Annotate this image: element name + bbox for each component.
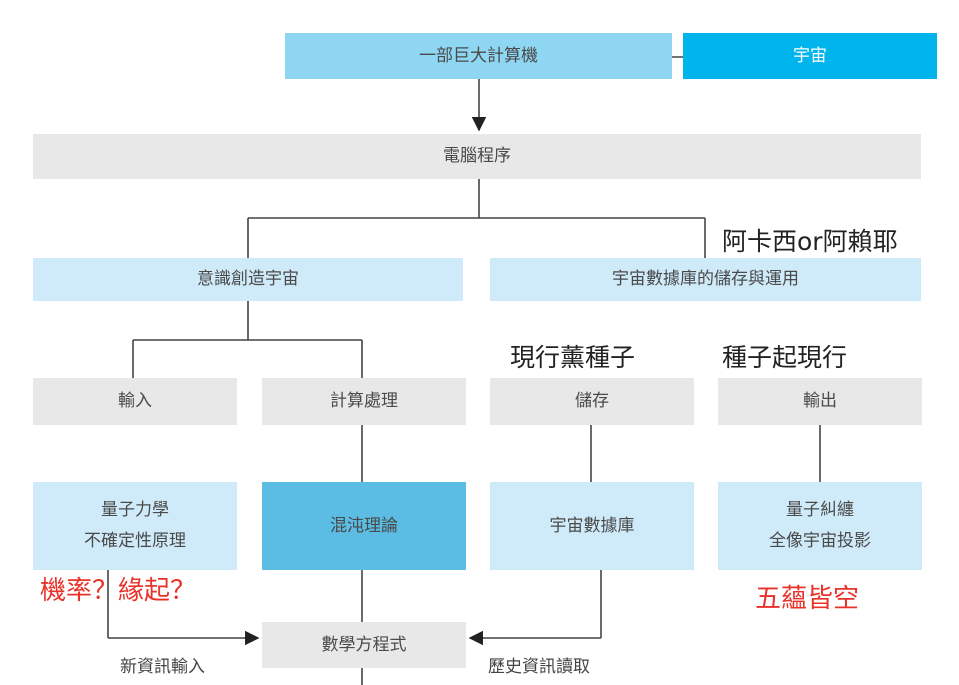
probability-annotation: 機率？緣起？ (40, 576, 197, 606)
input-label: 輸入 (118, 391, 152, 412)
seed-arise-annotation: 種子起現行 (722, 343, 848, 372)
quantum-mechanics-line-2: 不確定性原理 (84, 531, 186, 551)
universe-box: 宇宙 (683, 33, 937, 79)
new-info-input-label: 新資訊輸入 (120, 657, 205, 677)
math-equation-box: 數學方程式 (262, 622, 466, 668)
quantum-entanglement-line-1: 量子糾纏 (786, 500, 854, 521)
universe-label: 宇宙 (793, 45, 827, 66)
computer-program-box: 電腦程序 (33, 134, 921, 179)
output-box: 輸出 (718, 378, 922, 425)
cosmic-database-box: 宇宙數據庫 (490, 482, 694, 570)
cosmic-database-storage-box: 宇宙數據庫的儲存與運用 (490, 258, 921, 301)
computation-box: 計算處理 (262, 378, 466, 425)
computation-label: 計算處理 (330, 391, 398, 412)
input-box: 輸入 (33, 378, 237, 425)
chaos-theory-label: 混沌理論 (330, 515, 398, 536)
giant-computer-box: 一部巨大計算機 (285, 33, 672, 79)
quantum-entanglement-line-2: 全像宇宙投影 (769, 531, 871, 551)
history-read-label: 歷史資訊讀取 (488, 657, 590, 677)
giant-computer-label: 一部巨大計算機 (419, 45, 538, 66)
quantum-mechanics-line-1: 量子力學 (101, 500, 169, 521)
storage-label: 儲存 (575, 391, 609, 412)
output-label: 輸出 (803, 391, 837, 412)
five-aggregates-annotation: 五蘊皆空 (755, 584, 860, 614)
math-equation-label: 數學方程式 (321, 634, 407, 655)
quantum-entanglement-box: 量子糾纏 全像宇宙投影 (718, 482, 922, 570)
consciousness-creates-label: 意識創造宇宙 (197, 269, 299, 290)
storage-box: 儲存 (490, 378, 694, 425)
alaya-annotation: 阿卡西or阿賴耶 (722, 227, 898, 256)
consciousness-creates-box: 意識創造宇宙 (33, 258, 463, 301)
cosmic-database-label: 宇宙數據庫 (549, 515, 635, 536)
computer-program-label: 電腦程序 (443, 146, 511, 167)
cosmic-database-storage-label: 宇宙數據庫的儲存與運用 (612, 269, 799, 290)
chaos-theory-box: 混沌理論 (262, 482, 466, 570)
seed-perfume-annotation: 現行薰種子 (510, 343, 636, 372)
quantum-mechanics-box: 量子力學 不確定性原理 (33, 482, 237, 570)
